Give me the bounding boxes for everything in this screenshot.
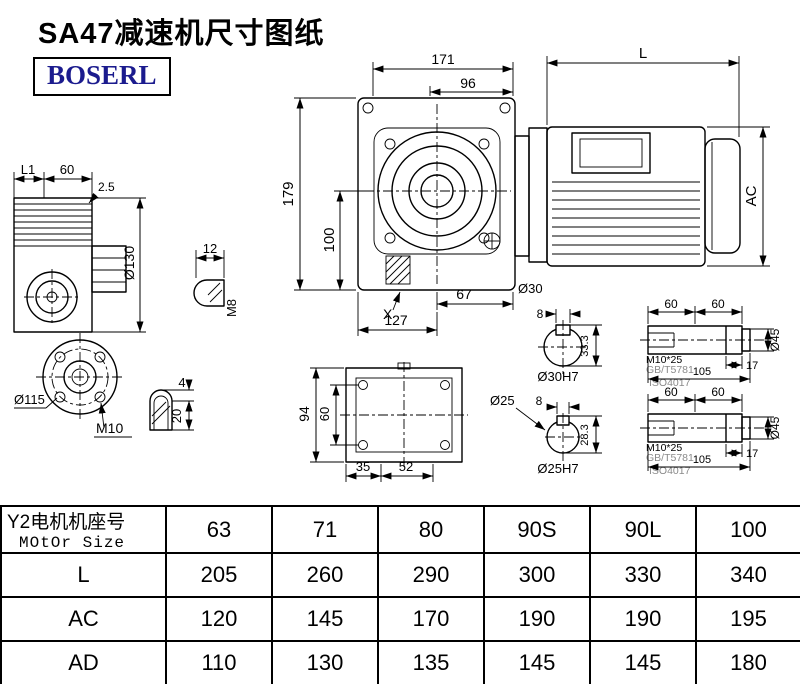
- label-d25: Ø25: [490, 393, 515, 408]
- dim-12: 12: [203, 241, 217, 256]
- dim-105-bottom: 105: [693, 454, 711, 466]
- dim-8-keyway30: 8: [537, 307, 544, 321]
- bottom-view: 94 60 35 52: [296, 362, 468, 482]
- dim-L: L: [639, 45, 647, 62]
- output-shaft-top: 60 60 M10*25 GB/T5781 ISO4017 17 105 Ø45: [640, 297, 782, 389]
- L-value: 290: [377, 552, 485, 598]
- dim-115: Ø115: [14, 392, 45, 407]
- dim-8-keyway25: 8: [536, 394, 543, 408]
- bore-section-25: Ø25 8 28.3 Ø25H7: [490, 393, 602, 476]
- AD-value: 130: [271, 640, 379, 684]
- AC-value: 120: [165, 596, 273, 642]
- motor-size-table: Y2电机机座号 MOtOr Size 63 71 80 90S 90L 100 …: [0, 505, 800, 684]
- dim-33-3: 33.3: [579, 335, 591, 356]
- boserl-logo: BOSERL: [33, 57, 171, 96]
- label-thread-m10x25-top: M10*25: [646, 354, 682, 366]
- dim-179: 179: [280, 181, 297, 206]
- dim-96: 96: [460, 75, 476, 91]
- dim-45-top: Ø45: [768, 328, 782, 351]
- dim-35: 35: [356, 459, 370, 474]
- dim-94: 94: [296, 406, 312, 422]
- header-label-en: MOtOr Size: [19, 534, 126, 552]
- key-part-m8: 12 M8: [193, 241, 239, 317]
- label-m10-thread: M10: [96, 420, 123, 436]
- dim-67: 67: [456, 286, 472, 302]
- frame-size-63: 63: [165, 505, 273, 554]
- dim-60b-bottom: 60: [711, 385, 725, 399]
- dim-52: 52: [399, 459, 413, 474]
- dim-28-3: 28.3: [579, 424, 591, 445]
- dim-17-top: 17: [746, 360, 758, 372]
- AC-value: 170: [377, 596, 485, 642]
- frame-size-80: 80: [377, 505, 485, 554]
- label-gb-standard-top: GB/T5781: [646, 364, 694, 376]
- label-bore-25h7: Ø25H7: [537, 461, 578, 476]
- dim-100: 100: [321, 227, 338, 252]
- label-thread-m10x25-bottom: M10*25: [646, 442, 682, 454]
- dim-2-5: 2.5: [98, 180, 115, 194]
- AC-value: 145: [271, 596, 379, 642]
- dim-45-bottom: Ø45: [768, 416, 782, 439]
- dim-60a-bottom: 60: [664, 385, 678, 399]
- L-value: 260: [271, 552, 379, 598]
- dim-105-top: 105: [693, 366, 711, 378]
- row-label-L: L: [0, 552, 167, 598]
- dim-127: 127: [384, 312, 408, 328]
- dim-20: 20: [169, 409, 184, 423]
- AC-value: 190: [483, 596, 591, 642]
- bore-section-30: 8 33.3 Ø30H7: [537, 307, 602, 384]
- dim-4: 4: [178, 375, 185, 390]
- dim-130: Ø130: [121, 246, 137, 280]
- table-row-AD: AD 110 130 135 145 145 180: [0, 640, 800, 684]
- dim-L1: L1: [21, 162, 35, 177]
- AC-value: 195: [695, 596, 800, 642]
- frame-size-90l: 90L: [589, 505, 697, 554]
- row-label-AC: AC: [0, 596, 167, 642]
- dim-171: 171: [431, 51, 455, 67]
- main-view: 171 96 L 179 100 AC 67 Ø30 127 X: [280, 45, 770, 336]
- motor-fins: [552, 181, 700, 255]
- label-bore-30h7: Ø30H7: [537, 369, 578, 384]
- L-value: 330: [589, 552, 697, 598]
- AC-value: 190: [589, 596, 697, 642]
- dim-17-bottom: 17: [746, 448, 758, 460]
- page-title: SA47减速机尺寸图纸: [38, 18, 325, 50]
- table-row-AC: AC 120 145 170 190 190 195: [0, 596, 800, 642]
- AD-value: 135: [377, 640, 485, 684]
- dim-60-side: 60: [60, 162, 74, 177]
- dimension-drawing: 171 96 L 179 100 AC 67 Ø30 127 X: [13, 45, 782, 482]
- label-gb-standard-bottom: GB/T5781: [646, 452, 694, 464]
- label-m8-thread: M8: [224, 299, 239, 317]
- L-value: 300: [483, 552, 591, 598]
- AD-value: 180: [695, 640, 800, 684]
- dim-60b-top: 60: [711, 297, 725, 311]
- frame-size-90s: 90S: [483, 505, 591, 554]
- key-detail: 4 20: [149, 375, 194, 431]
- header-label-cn: Y2电机机座号: [7, 512, 126, 533]
- AD-value: 145: [483, 640, 591, 684]
- flange-view: Ø115 M10: [14, 333, 132, 438]
- output-shaft-bottom: 60 60 M10*25 GB/T5781 ISO4017 17 105 Ø45: [640, 385, 782, 477]
- AD-value: 110: [165, 640, 273, 684]
- dim-AC: AC: [743, 185, 760, 206]
- AD-value: 145: [589, 640, 697, 684]
- dim-60a-top: 60: [664, 297, 678, 311]
- dim-60-bottom: 60: [317, 407, 332, 421]
- label-x: X: [383, 306, 393, 322]
- label-bore-30: Ø30: [518, 281, 543, 296]
- L-value: 205: [165, 552, 273, 598]
- motor-size-header-cell: Y2电机机座号 MOtOr Size: [0, 505, 167, 554]
- L-value: 340: [695, 552, 800, 598]
- row-label-AD: AD: [0, 640, 167, 684]
- side-view: L1 60 2.5 Ø130: [13, 162, 146, 333]
- table-row-L: L 205 260 290 300 330 340: [0, 552, 800, 598]
- frame-size-71: 71: [271, 505, 379, 554]
- frame-size-100: 100: [695, 505, 800, 554]
- table-row-header: Y2电机机座号 MOtOr Size 63 71 80 90S 90L 100: [0, 505, 800, 554]
